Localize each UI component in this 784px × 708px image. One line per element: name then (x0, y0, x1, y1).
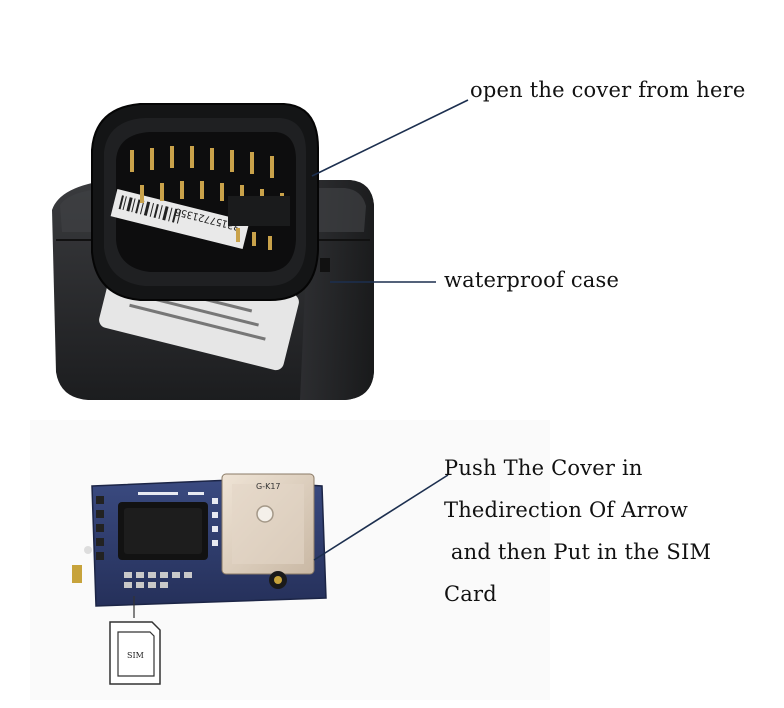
obd-gps-tracker-device: 33157721356 (52, 103, 374, 400)
callout-push-cover-line4: Card (444, 582, 497, 606)
antenna-label: G-K17 (256, 482, 281, 491)
callout-push-cover-line1: Push The Cover in (444, 456, 643, 480)
callout-open-cover: open the cover from here (470, 78, 746, 102)
callout-push-cover-line3: and then Put in the SIM (444, 540, 712, 564)
gps-antenna: G-K17 (221, 473, 315, 575)
sim-card: SIM (109, 621, 161, 685)
callout-waterproof-case: waterproof case (444, 268, 620, 292)
callout-push-cover-line2: Thedirection Of Arrow (444, 498, 689, 522)
sim-card-label: SIM (127, 651, 144, 660)
serial-label-strip (110, 188, 250, 250)
pcb-board: G-K17 SIM (30, 420, 550, 700)
callout-lines (311, 99, 469, 561)
callout-line-open-cover (311, 99, 469, 177)
callout-line-push-cover (313, 474, 449, 561)
